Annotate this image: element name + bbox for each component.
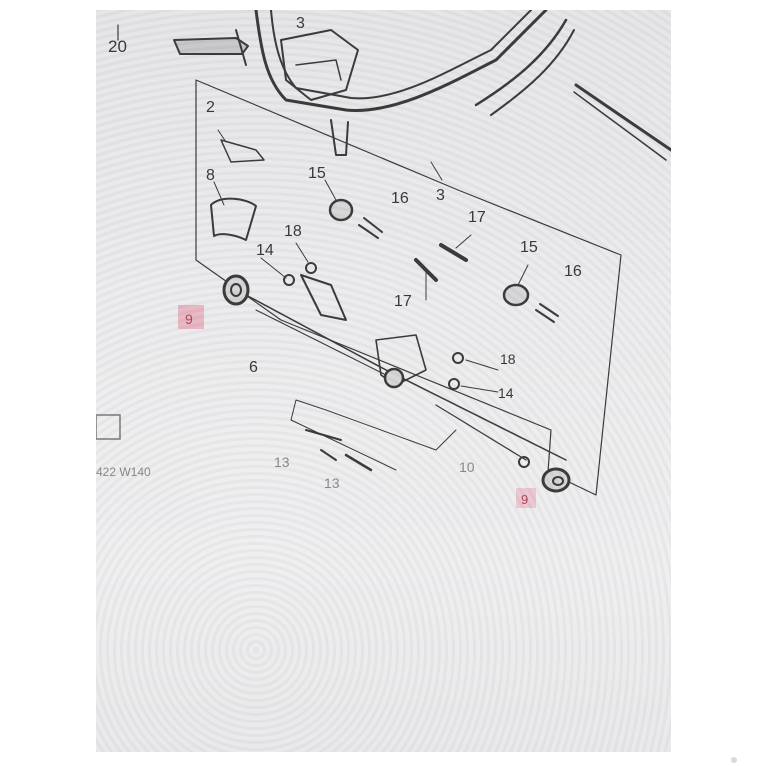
rod — [574, 83, 671, 152]
label-14-lower: 14 — [498, 385, 514, 401]
corner-dot — [731, 757, 737, 763]
highlight-9-left — [178, 305, 204, 329]
diagram-photo: 20 3 2 8 15 16 3 17 18 14 15 16 17 9 6 1… — [96, 10, 671, 752]
lever-bracket — [300, 274, 347, 321]
side-code: 422 W140 — [96, 465, 151, 479]
bolt-17-upper — [439, 243, 468, 262]
label-14-upper: 14 — [256, 242, 274, 259]
label-18-upper: 18 — [284, 223, 302, 240]
pin-16-lower — [535, 303, 559, 323]
frame-tube — [254, 10, 548, 112]
highlight-9-right — [516, 488, 536, 508]
washer-14-lower — [448, 378, 460, 390]
label-16-upper: 16 — [391, 190, 409, 207]
label-20: 20 — [108, 37, 127, 56]
swing-arm — [245, 294, 567, 461]
label-3-top: 3 — [296, 15, 305, 32]
label-9-left: 9 — [185, 311, 193, 327]
bushing-15-lower — [502, 283, 530, 307]
label-8: 8 — [206, 167, 215, 184]
label-13-left: 13 — [274, 454, 290, 470]
pivot-bracket — [375, 334, 427, 386]
label-6: 6 — [249, 359, 258, 376]
rod-edge — [573, 91, 667, 161]
bushing-center — [383, 367, 405, 389]
washer-14-upper — [283, 274, 295, 286]
label-10: 10 — [459, 459, 475, 475]
side-stamp — [96, 414, 121, 440]
part-8 — [210, 197, 257, 241]
assembly-outline — [195, 79, 622, 496]
parts-diagram: 20 3 2 8 15 16 3 17 18 14 15 16 17 9 6 1… — [96, 10, 671, 508]
label-15-lower: 15 — [520, 239, 538, 256]
bushing-15-upper — [328, 198, 354, 222]
label-18-lower: 18 — [500, 351, 516, 367]
frame-bar-right-inner — [490, 29, 575, 116]
nut-18-upper — [305, 262, 317, 274]
pin-16-upper — [358, 217, 383, 239]
bracket-top-left — [173, 37, 249, 55]
nut-18-lower — [452, 352, 464, 364]
frame-tube-inner — [270, 10, 532, 100]
sub-assembly-outline — [290, 399, 457, 471]
label-3-right: 3 — [436, 187, 445, 204]
bracket-part-3 — [280, 29, 359, 101]
label-15-upper: 15 — [308, 165, 326, 182]
part-2 — [220, 139, 265, 163]
label-17-lower: 17 — [394, 293, 412, 310]
bushing-9-left — [222, 274, 250, 306]
label-17-upper: 17 — [468, 209, 486, 226]
label-9-right: 9 — [521, 492, 528, 507]
part-13 — [305, 429, 342, 461]
bushing-9-right — [541, 467, 571, 493]
frame-bar-right — [474, 18, 568, 107]
label-13-right: 13 — [324, 475, 340, 491]
label-16-lower: 16 — [564, 263, 582, 280]
label-2: 2 — [206, 99, 215, 116]
